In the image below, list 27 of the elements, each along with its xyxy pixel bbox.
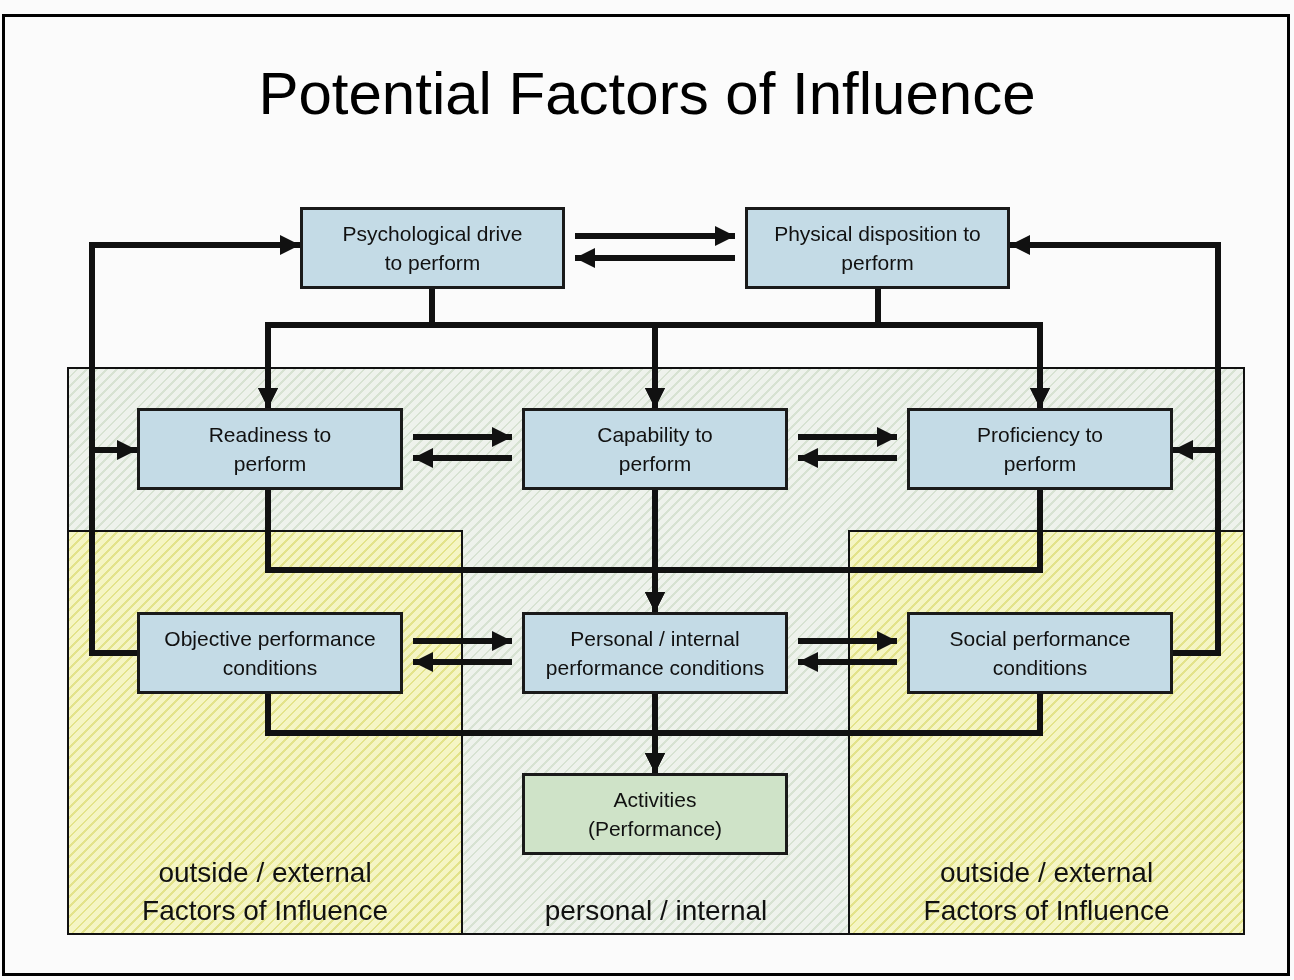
process-box: Personal / internal performance conditions [522, 612, 788, 694]
arrow [798, 448, 897, 468]
region-label: outside / external Factors of Influence [141, 856, 389, 928]
arrow [413, 448, 512, 468]
arrow [798, 631, 897, 651]
process-box: Physical disposition to perform [745, 207, 1010, 289]
region-label: personal / internal [544, 894, 768, 928]
arrow [798, 652, 897, 672]
process-box: Capability to perform [522, 408, 788, 490]
process-box: Objective performance conditions [137, 612, 403, 694]
arrow [575, 248, 735, 268]
arrow [645, 490, 1043, 612]
process-box: Social performance conditions [907, 612, 1173, 694]
hatched-region [67, 367, 1245, 935]
arrow [413, 631, 512, 651]
process-box: Psychological drive to perform [300, 207, 565, 289]
arrow [575, 226, 735, 246]
region-label: outside / external Factors of Influence [922, 856, 1171, 928]
outcome-box: Activities (Performance) [522, 773, 788, 855]
hatched-region [67, 530, 463, 935]
process-box: Proficiency to perform [907, 408, 1173, 490]
arrow [798, 427, 897, 447]
arrow [413, 652, 512, 672]
hatched-region [848, 530, 1245, 935]
arrow [413, 427, 512, 447]
process-box: Readiness to perform [137, 408, 403, 490]
diagram-title: Potential Factors of Influence [257, 59, 1037, 129]
